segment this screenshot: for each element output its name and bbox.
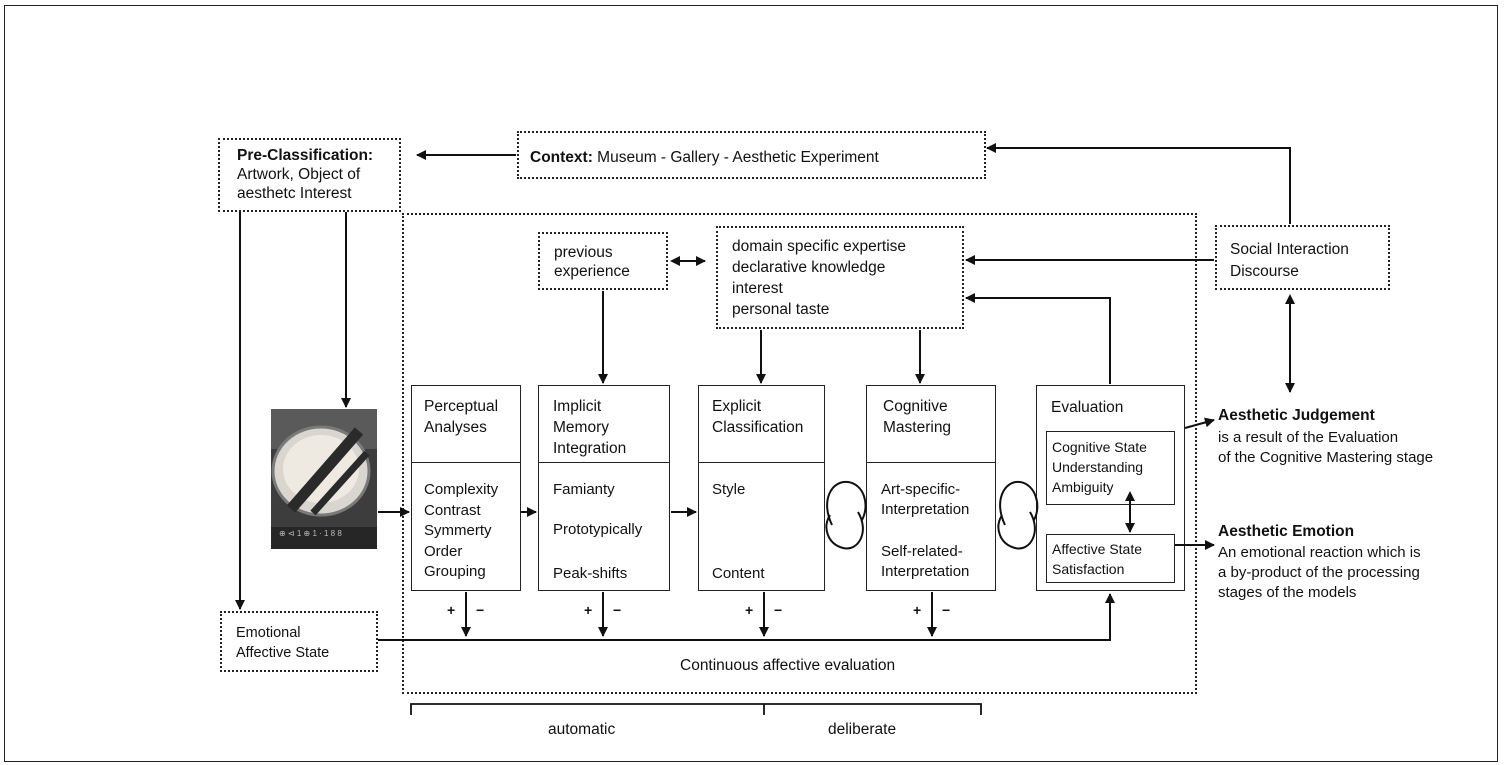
- stage-cognitive-item-2: Self-related- Interpretation: [881, 543, 970, 580]
- stage-explicit-title: Explicit Classification: [712, 398, 804, 436]
- plus-sign-2: +: [584, 602, 593, 618]
- artwork-photo-graphic: [271, 409, 377, 549]
- stage-cognitive-mastering-box: Cognitive Mastering Art-specific- Interp…: [866, 385, 996, 591]
- photo-caption: ⊕ ⊲ 1 ⊕ 1 · 1 8 8: [279, 529, 342, 538]
- minus-sign-3: −: [774, 602, 783, 618]
- stage-evaluation-title: Evaluation: [1051, 399, 1124, 416]
- context-label: Context:: [530, 149, 593, 166]
- minus-sign-1: −: [476, 602, 485, 618]
- artwork-photo: ⊕ ⊲ 1 ⊕ 1 · 1 8 8: [271, 409, 377, 549]
- plus-sign-1: +: [447, 602, 456, 618]
- aesthetic-judgement-title: Aesthetic Judgement: [1218, 407, 1375, 424]
- stage-cognitive-title: Cognitive Mastering: [883, 398, 952, 436]
- aesthetic-emotion-body: An emotional reaction which is a by-prod…: [1218, 544, 1421, 601]
- aesthetic-judgement-body: is a result of the Evaluation of the Cog…: [1218, 429, 1434, 466]
- stage-cognitive-item-1: Art-specific- Interpretation: [881, 481, 970, 518]
- stage-explicit-item-2: Content: [712, 565, 765, 582]
- pre-classification-box: Pre-Classification: Artwork, Object of a…: [218, 138, 401, 212]
- minus-sign-2: −: [613, 602, 622, 618]
- plus-sign-4: +: [913, 602, 922, 618]
- context-text: Context: Museum - Gallery - Aesthetic Ex…: [530, 148, 879, 167]
- cognitive-state-box: Cognitive State Understanding Ambiguity: [1046, 431, 1175, 505]
- social-interaction-box: Social Interaction Discourse: [1215, 225, 1390, 290]
- stage-perceptual-title: Perceptual Analyses: [424, 398, 499, 436]
- automatic-label: automatic: [548, 721, 616, 738]
- stage-implicit-item-1: Famianty: [553, 481, 615, 498]
- figure-frame: [4, 5, 1498, 762]
- pre-classification-title: Pre-Classification:: [237, 147, 374, 164]
- pre-classification-body: Artwork, Object of aesthetc Interest: [237, 166, 361, 202]
- affective-state-box: Affective State Satisfaction: [1046, 534, 1175, 583]
- emotional-state-text: Emotional Affective State: [236, 625, 330, 661]
- deliberate-label: deliberate: [828, 721, 897, 738]
- stage-implicit-item-2: Prototypically: [553, 521, 643, 538]
- previous-experience-box: previous experience: [538, 232, 668, 290]
- expertise-text: domain specific expertise declarative kn…: [732, 238, 907, 318]
- stage-implicit-item-3: Peak-shifts: [553, 565, 628, 582]
- previous-experience-text: previous experience: [554, 244, 630, 280]
- emotional-state-box: Emotional Affective State: [220, 611, 378, 672]
- cognitive-state-text: Cognitive State Understanding Ambiguity: [1052, 439, 1147, 495]
- stage-explicit-item-1: Style: [712, 481, 746, 498]
- stage-perceptual-items: Complexity Contrast Symmerty Order Group…: [424, 481, 499, 580]
- stage-implicit-memory-box: Implicit Memory Integration Famianty Pro…: [538, 385, 670, 591]
- aesthetic-emotion-title: Aesthetic Emotion: [1218, 523, 1355, 540]
- social-interaction-text: Social Interaction Discourse: [1230, 241, 1349, 280]
- continuous-evaluation-label: Continuous affective evaluation: [680, 657, 896, 674]
- minus-sign-4: −: [942, 602, 951, 618]
- context-box: Context: Museum - Gallery - Aesthetic Ex…: [517, 131, 986, 179]
- stage-perceptual-box: Perceptual Analyses Complexity Contrast …: [411, 385, 521, 591]
- processing-frame: [402, 213, 1197, 694]
- stage-implicit-memory-title: Implicit Memory Integration: [553, 398, 627, 457]
- context-body: Museum - Gallery - Aesthetic Experiment: [592, 149, 879, 166]
- stage-evaluation-box: Evaluation Cognitive State Understanding…: [1036, 385, 1185, 591]
- plus-sign-3: +: [745, 602, 754, 618]
- expertise-box: domain specific expertise declarative kn…: [716, 226, 964, 329]
- affective-state-text: Affective State Satisfaction: [1052, 541, 1143, 577]
- stage-explicit-classification-box: Explicit Classification Style Content: [698, 385, 825, 591]
